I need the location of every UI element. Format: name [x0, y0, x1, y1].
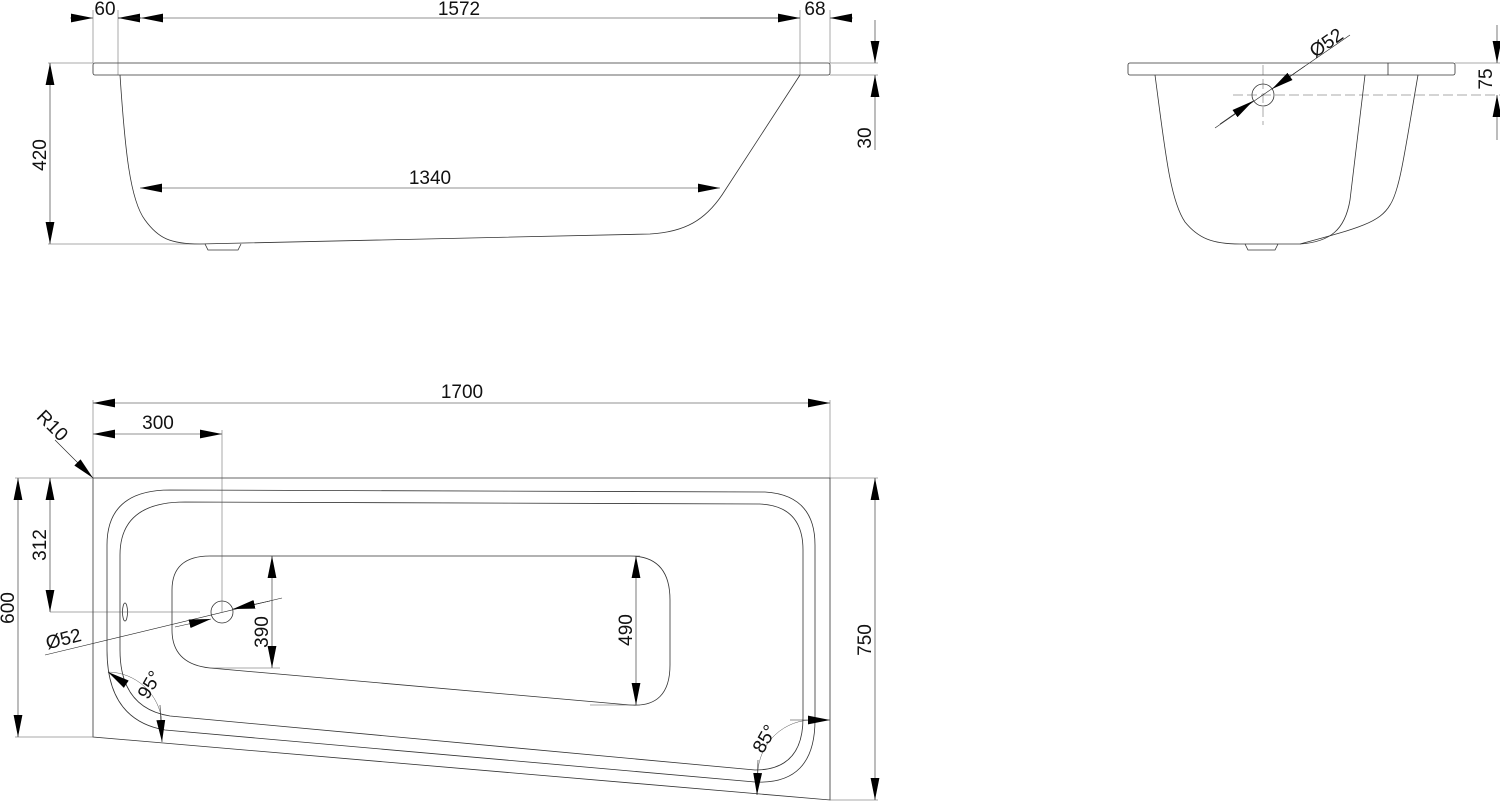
tub-outer — [1299, 74, 1419, 245]
rim — [1127, 62, 1456, 76]
dim-rim: 30 — [855, 127, 876, 148]
dim-height: 420 — [30, 139, 51, 171]
dim-length: 1700 — [441, 382, 483, 403]
rim — [92, 62, 831, 76]
dim-drain-from-edge: 312 — [30, 529, 51, 561]
basin-wall — [119, 501, 804, 771]
dim-basin-long: 490 — [616, 614, 637, 646]
dim-width-long: 750 — [855, 624, 876, 656]
dim-basin-short: 390 — [252, 616, 273, 648]
extension-lines — [48, 62, 878, 76]
dim-lip-left: 60 — [94, 0, 115, 20]
dim-bottom-length: 1340 — [409, 168, 451, 189]
dim-extensions — [92, 10, 831, 75]
drain-foot — [204, 243, 242, 251]
dim-radius: R10 — [32, 406, 71, 445]
plan-view: 1700 300 R10 600 312 750 390 490 Ø52 95°… — [0, 382, 880, 801]
dim-inner-length: 1572 — [438, 0, 480, 20]
rim-inner — [106, 489, 816, 783]
tub-body — [119, 74, 801, 245]
dim-drain-diameter: Ø52 — [44, 625, 84, 654]
dim-drain-depth: 75 — [1476, 68, 1497, 89]
dim-angle-left: 95° — [134, 668, 167, 703]
dim-lip-right: 68 — [804, 0, 825, 20]
side-view: 60 1572 68 420 30 1340 — [30, 0, 880, 251]
dim-drain-diameter: Ø52 — [1306, 25, 1347, 63]
dim-width-short: 600 — [0, 592, 19, 624]
tub-body — [1154, 74, 1366, 245]
outer-outline — [92, 477, 831, 801]
dim-drain-offset: 300 — [142, 413, 174, 434]
end-view: Ø52 75 — [1127, 25, 1500, 251]
basin-bottom — [171, 555, 671, 706]
dim-angle-right: 85° — [749, 722, 782, 757]
